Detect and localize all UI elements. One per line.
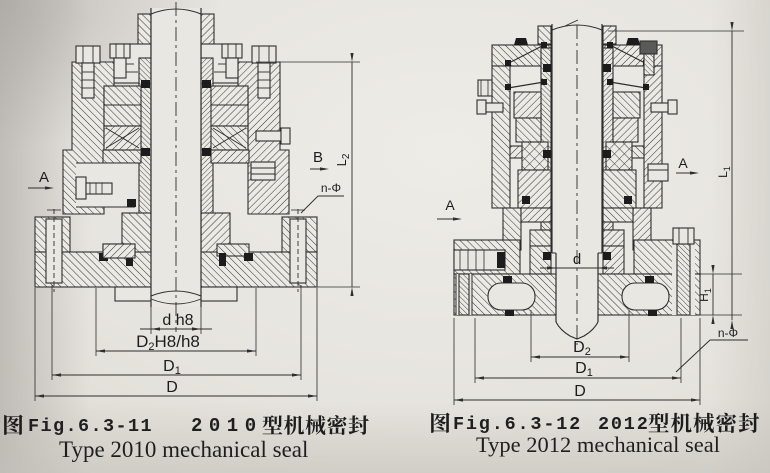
svg-text:Fig.6.3-11: Fig.6.3-11: [28, 416, 153, 437]
svg-text:d h8: d h8: [162, 312, 193, 329]
svg-text:B: B: [313, 149, 323, 166]
svg-text:2010: 2010: [191, 415, 263, 437]
svg-text:n-Φ: n-Φ: [321, 181, 341, 195]
svg-text:L1: L1: [716, 166, 732, 178]
svg-text:n-Φ: n-Φ: [718, 326, 738, 340]
svg-text:D: D: [574, 383, 586, 400]
svg-text:A: A: [39, 169, 49, 186]
svg-text:Type 2012 mechanical seal: Type 2012 mechanical seal: [476, 432, 720, 457]
svg-text:A: A: [678, 155, 688, 171]
svg-text:Type 2010 mechanical seal: Type 2010 mechanical seal: [59, 437, 308, 462]
svg-text:A: A: [445, 197, 455, 213]
svg-text:D2H8/h8: D2H8/h8: [136, 332, 200, 353]
svg-text:Fig.6.3-12: Fig.6.3-12: [453, 414, 582, 435]
svg-text:d: d: [573, 251, 581, 268]
svg-text:D: D: [166, 379, 178, 396]
svg-text:2012: 2012: [598, 414, 650, 435]
